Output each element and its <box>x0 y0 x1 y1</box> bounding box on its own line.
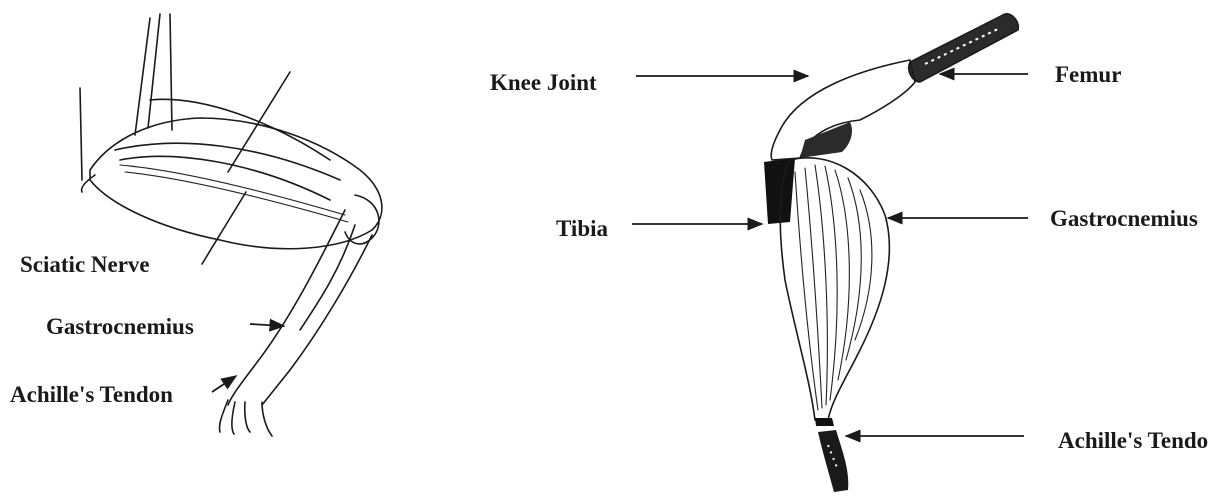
femur-bone <box>909 14 1019 82</box>
right-label-gastrocnemius: Gastrocnemius <box>1050 206 1198 231</box>
right-label-achilles-tendon: Achille's Tendo <box>1058 428 1208 453</box>
left-label-gastrocnemius: Gastrocnemius <box>46 314 194 339</box>
thigh-muscle-line-1 <box>120 156 330 200</box>
upper-nerve-pointer <box>228 72 290 172</box>
right-label-knee-joint: Knee Joint <box>490 70 597 95</box>
sciatic-nerve-pointer <box>202 192 246 264</box>
gastrocnemius-arrow-left <box>250 324 284 326</box>
right-muscle-drawing <box>764 14 1018 492</box>
right-label-tibia: Tibia <box>556 216 608 241</box>
left-label-sciatic-nerve: Sciatic Nerve <box>20 252 150 277</box>
pin-line-3 <box>170 14 172 130</box>
pin-line-1 <box>135 18 150 135</box>
calf-front-line <box>228 210 345 405</box>
knee-dark-patch <box>800 122 852 158</box>
pin-line-2 <box>148 14 160 128</box>
tendon-band <box>815 418 834 426</box>
right-label-femur: Femur <box>1055 62 1121 87</box>
thigh-upper-line <box>150 99 330 160</box>
left-leg-drawing <box>80 14 382 436</box>
board-edge-line <box>80 88 82 180</box>
muscle-fiber-3 <box>815 165 827 405</box>
muscle-fiber-6 <box>846 178 861 360</box>
left-label-achilles-tendon: Achille's Tendon <box>10 382 173 407</box>
sciatic-nerve-strand-1 <box>120 165 345 215</box>
calf-back-line <box>262 235 372 405</box>
thigh-outline <box>90 118 382 249</box>
sciatic-nerve-strand-2 <box>125 172 348 222</box>
achilles-tendon-shape <box>818 430 848 492</box>
achilles-arrow-left <box>212 376 236 392</box>
